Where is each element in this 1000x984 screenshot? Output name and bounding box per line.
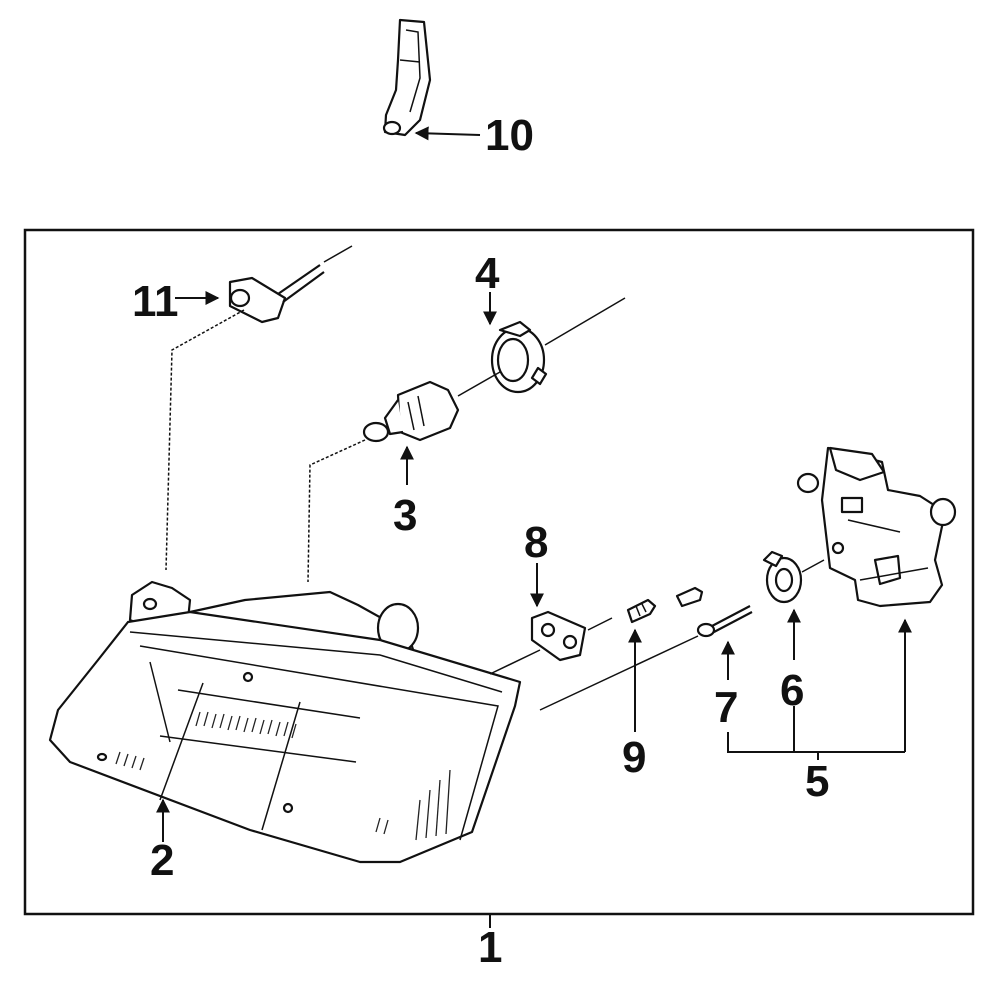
callout-8: 8 bbox=[524, 518, 548, 567]
headlamp-bulb-part bbox=[362, 371, 501, 443]
retainer-clip-part bbox=[530, 610, 613, 662]
callout-9: 9 bbox=[622, 733, 646, 782]
callout-1: 1 bbox=[478, 923, 502, 972]
callout-7: 7 bbox=[714, 683, 738, 732]
leader-line-10 bbox=[414, 126, 481, 141]
adjusting-screw-part bbox=[696, 605, 753, 638]
callout-3: 3 bbox=[393, 491, 417, 540]
guide-line-7 bbox=[539, 635, 699, 711]
group-bracket-5 bbox=[727, 732, 905, 753]
guide-line-11 bbox=[165, 309, 245, 571]
assembly-boundary-box bbox=[23, 228, 975, 916]
adjuster-socket-part bbox=[228, 245, 353, 324]
callout-2: 2 bbox=[150, 836, 174, 885]
callout-11: 11 bbox=[132, 277, 179, 326]
guide-line-3 bbox=[307, 439, 366, 583]
callout-10: 10 bbox=[485, 111, 534, 160]
callout-5: 5 bbox=[805, 757, 829, 806]
bracket-part bbox=[382, 18, 432, 137]
headlamp-housing-part bbox=[48, 580, 522, 864]
callout-6: 6 bbox=[780, 666, 804, 715]
callout-4: 4 bbox=[475, 249, 500, 298]
adjuster-bracket-part bbox=[796, 446, 957, 608]
pivot-nut-part bbox=[762, 550, 825, 604]
screw-part bbox=[626, 586, 704, 624]
retaining-ring-part bbox=[490, 297, 626, 394]
lens-texture bbox=[115, 711, 451, 841]
guide-line-8 bbox=[489, 649, 541, 675]
